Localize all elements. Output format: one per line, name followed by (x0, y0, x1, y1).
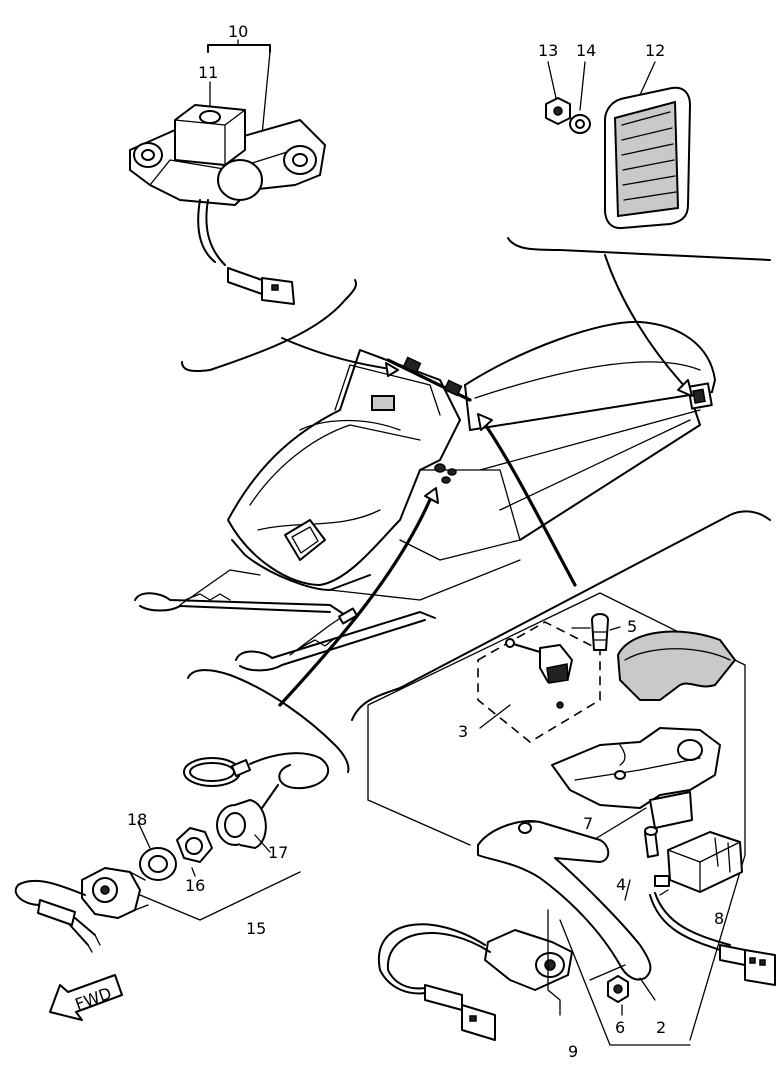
callout-labels: 10 11 13 14 12 5 3 7 4 8 18 17 16 15 6 2… (127, 22, 724, 1061)
fwd-direction-arrow: FWD (49, 974, 123, 1021)
callout-arrow-switch (281, 337, 399, 371)
callout-10: 10 (228, 22, 248, 41)
callout-15: 15 (246, 919, 266, 938)
arrowhead (424, 487, 439, 504)
callout-13: 13 (538, 41, 558, 60)
callout-arrow-keyswitch (278, 493, 434, 707)
callout-9: 9 (568, 1042, 578, 1061)
callout-4: 4 (616, 875, 626, 894)
callout-arrow-reflector (604, 254, 691, 393)
brake-lever-group (351, 510, 776, 1046)
callout-3: 3 (458, 722, 468, 741)
callout-14: 14 (576, 41, 596, 60)
snowmobile-illustration (134, 320, 716, 672)
callout-5: 5 (627, 617, 637, 636)
callout-17: 17 (268, 843, 288, 862)
callout-11: 11 (198, 63, 218, 82)
reflector-group (507, 61, 771, 261)
callout-6: 6 (615, 1018, 625, 1037)
arrowhead (677, 379, 693, 397)
callout-2: 2 (656, 1018, 666, 1037)
callout-arrow-lever (480, 418, 577, 587)
arrowhead (385, 362, 399, 377)
callout-8: 8 (714, 909, 724, 928)
switch-assembly-group (129, 39, 358, 372)
callout-18: 18 (127, 810, 147, 829)
callout-16: 16 (185, 876, 205, 895)
callout-7: 7 (583, 814, 593, 833)
key-switch-group (14, 669, 350, 953)
arrowhead (477, 413, 493, 431)
callout-12: 12 (645, 41, 665, 60)
